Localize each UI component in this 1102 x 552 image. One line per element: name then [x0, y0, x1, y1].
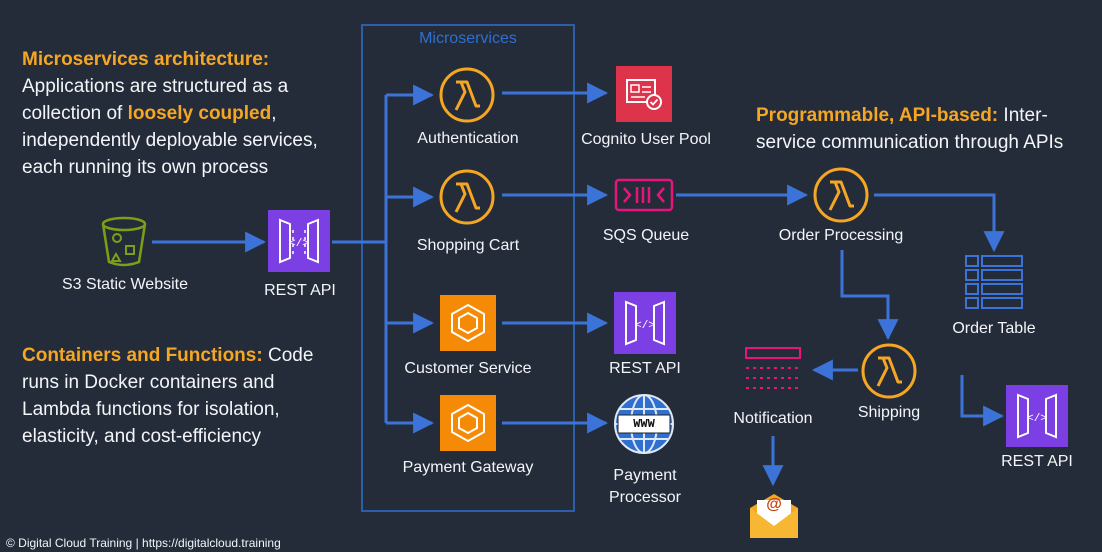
- authentication-label: Authentication: [417, 130, 519, 147]
- api-heading: Programmable, API-based:: [756, 105, 999, 126]
- table-icon: [965, 255, 1023, 309]
- s3-label: S3 Static Website: [62, 276, 188, 293]
- containers-line-2: runs in Docker containers and: [22, 372, 275, 393]
- email-icon: @: [748, 492, 800, 540]
- connector-order-to-table: [874, 193, 1005, 253]
- rest-api-main-label: REST API: [264, 282, 336, 299]
- intro-line-3: independently deployable services,: [22, 130, 318, 151]
- cognito-icon: [616, 66, 672, 122]
- sqs-queue-icon: [614, 178, 674, 212]
- footer-copyright: © Digital Cloud Training | https://digit…: [6, 536, 281, 550]
- shopping-cart-label: Shopping Cart: [416, 237, 520, 254]
- api-gateway-shipping-icon: </>: [1006, 385, 1068, 447]
- s3-bucket-icon: [101, 216, 147, 267]
- api-gateway-customer-icon: </>: [614, 292, 676, 354]
- www-label: WWW: [633, 417, 655, 431]
- api-line-2: service communication through APIs: [756, 132, 1064, 153]
- lambda-cart-icon: [438, 168, 496, 226]
- payment-processor-label: Payment Processor: [575, 465, 715, 509]
- microservices-group-box: [361, 24, 575, 512]
- order-table-label: Order Table: [952, 320, 1036, 337]
- containers-heading: Containers and Functions:: [22, 345, 263, 366]
- svg-text:</>: </>: [635, 320, 655, 332]
- api-text: Programmable, API-based: Inter- service …: [756, 102, 1063, 156]
- shipping-label: Shipping: [857, 404, 921, 421]
- svg-text:</>: </>: [289, 238, 309, 250]
- containers-line-4: elasticity, and cost-efficiency: [22, 426, 262, 447]
- rest-api-customer-label: REST API: [609, 360, 681, 377]
- containers-line-3: Lambda functions for isolation,: [22, 399, 280, 420]
- intro-line-1: Applications are structured as a: [22, 76, 289, 97]
- container-payment-icon: [440, 395, 496, 451]
- intro-text: Microservices architecture: Applications…: [22, 46, 318, 181]
- intro-heading: Microservices architecture:: [22, 49, 270, 70]
- svg-text:</>: </>: [1027, 413, 1047, 425]
- notification-label: Notification: [733, 410, 813, 427]
- rest-api-shipping-label: REST API: [1001, 453, 1073, 470]
- payment-processor-line-2: Processor: [608, 489, 682, 506]
- lambda-order-icon: [812, 166, 870, 224]
- containers-line-1: Code: [262, 345, 314, 366]
- microservices-group-title: Microservices: [419, 30, 517, 47]
- globe-icon: WWW: [613, 393, 675, 455]
- containers-text: Containers and Functions: Code runs in D…: [22, 342, 313, 450]
- intro-line-4: each running its own process: [22, 157, 269, 178]
- connector-shipping-to-api: [960, 375, 1005, 427]
- api-gateway-main-icon: </>: [268, 210, 330, 272]
- order-processing-label: Order Processing: [778, 227, 904, 244]
- connector-order-to-shipping: [840, 250, 899, 341]
- cognito-label: Cognito User Pool: [581, 131, 711, 148]
- intro-line-2-pre: collection of: [22, 103, 128, 124]
- container-customer-icon: [440, 295, 496, 351]
- notification-icon: [745, 347, 801, 389]
- customer-service-label: Customer Service: [404, 360, 532, 377]
- lambda-shipping-icon: [860, 342, 918, 400]
- payment-processor-line-1: Payment: [613, 467, 677, 484]
- payment-gateway-label: Payment Gateway: [402, 459, 534, 476]
- sqs-label: SQS Queue: [602, 227, 690, 244]
- intro-line-2-highlight: loosely coupled: [127, 103, 272, 124]
- api-line-1: Inter-: [998, 105, 1048, 126]
- lambda-auth-icon: [438, 66, 496, 124]
- email-at-symbol: @: [766, 496, 782, 513]
- intro-line-2-post: ,: [271, 103, 277, 124]
